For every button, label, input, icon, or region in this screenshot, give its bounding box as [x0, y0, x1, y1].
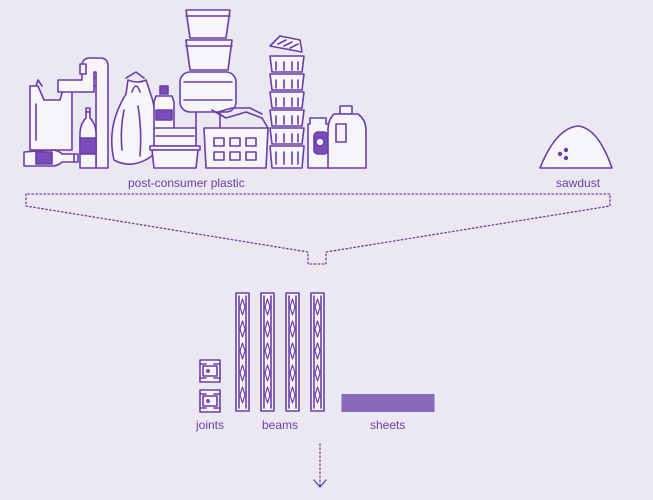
plastic-pile-illustration	[23, 9, 367, 169]
garbage-sack-icon	[110, 71, 157, 165]
beam-icon	[235, 292, 250, 412]
beam-icon	[310, 292, 325, 412]
crate-icon	[203, 107, 269, 169]
pipe-icon	[57, 57, 109, 169]
sheets-stack-icon	[341, 394, 435, 412]
detergent-bottle-icon	[153, 85, 175, 131]
lying-bottle-icon	[23, 149, 79, 167]
spray-bottle-icon	[307, 117, 331, 169]
sawdust-pile-icon	[539, 125, 613, 169]
beams-group	[235, 292, 325, 412]
soda-bottle-icon	[79, 107, 97, 169]
joint-icon	[199, 359, 221, 383]
sawdust-label: sawdust	[556, 176, 601, 190]
post-consumer-plastic-label: post-consumer plastic	[128, 176, 245, 190]
milk-jug-icon	[327, 105, 367, 169]
beam-icon	[260, 292, 275, 412]
joints-label: joints	[196, 418, 225, 432]
container-stack-icon	[179, 9, 237, 141]
beams-label: beams	[262, 418, 299, 432]
funnel-bracket	[25, 193, 611, 265]
beam-icon	[285, 292, 300, 412]
deli-container-icon	[149, 127, 201, 169]
stacked-cups-icon	[269, 35, 305, 169]
down-arrow-icon	[313, 443, 327, 488]
sheets-label: sheets	[370, 418, 406, 432]
joint-icon	[199, 389, 221, 413]
